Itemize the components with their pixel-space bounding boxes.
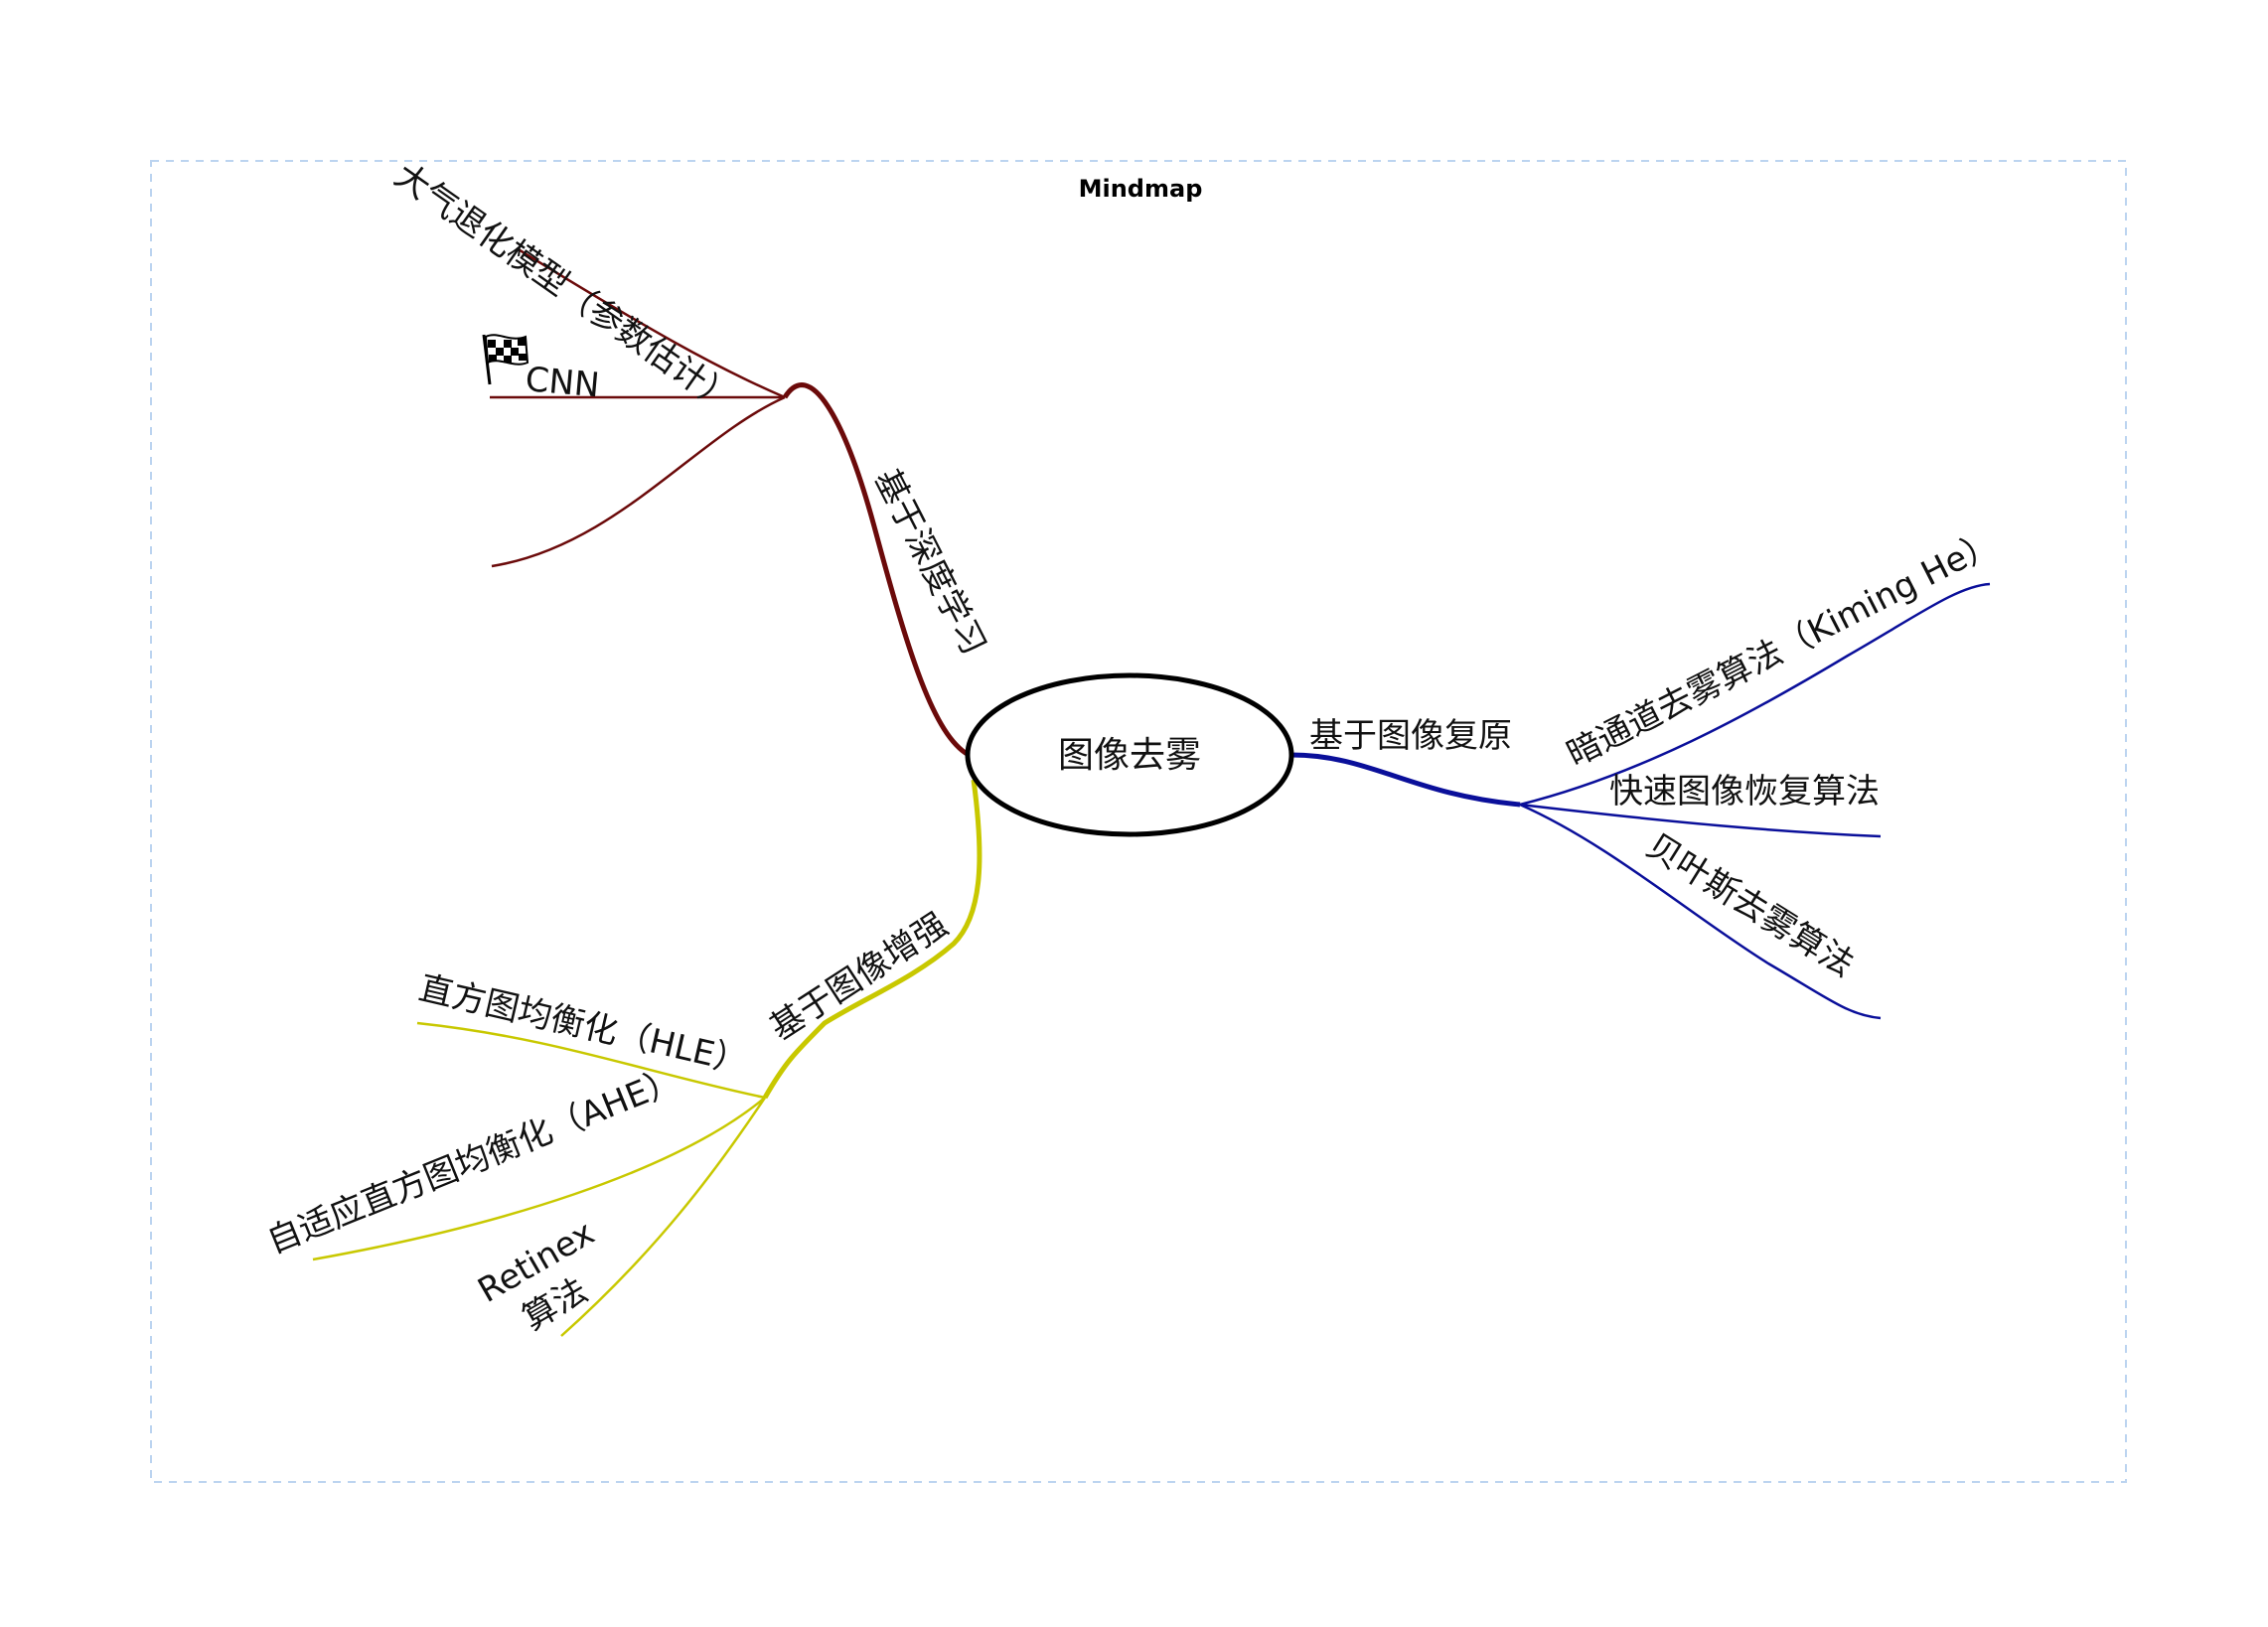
connector-hle (416, 1021, 766, 1100)
central-node[interactable]: 图像去雾 (965, 672, 1294, 837)
node-hle: 直方图均衡化（HLE） (415, 968, 751, 1083)
node-dark-channel: 暗通道去雾算法（Kiming He） (1561, 522, 2004, 775)
node-fast-restoration: 快速图像恢复算法 (1609, 772, 1880, 812)
connector-dark-channel (1519, 582, 1991, 807)
node-ahe: 自适应直方图均衡化（AHE） (261, 1060, 685, 1262)
diagram-frame (150, 160, 2127, 1483)
connector-ahe (312, 1097, 766, 1261)
diagram-title: Mindmap (1079, 175, 1203, 203)
connector-empty-node (491, 395, 786, 568)
connector-fast-restoration (1519, 803, 1882, 838)
connector-retinex (560, 1097, 767, 1337)
node-cnn: CNN (524, 360, 601, 405)
central-node-label: 图像去雾 (1058, 735, 1201, 776)
branch-label-image-restoration: 基于图像复原 (1309, 716, 1512, 756)
branch-label-image-enhancement: 基于图像增强 (763, 905, 955, 1049)
connector-atmosphere-model (516, 246, 786, 399)
branch-connector-image-restoration (1290, 752, 1521, 808)
connector-bayesian (1519, 803, 1882, 1020)
checkered-flag-icon (482, 334, 529, 385)
node-bayesian: 贝叶斯去雾算法 (1639, 826, 1861, 985)
branch-image-restoration: 基于图像复原 暗通道去雾算法（Kiming He） 快速图像恢复算法 贝叶斯去雾… (1290, 522, 2004, 1020)
branch-connector-image-enhancement (762, 779, 983, 1100)
branch-image-enhancement: 基于图像增强 直方图均衡化（HLE） 自适应直方图均衡化（AHE） Retine… (261, 779, 983, 1339)
central-node-ellipse (965, 672, 1294, 837)
branch-deep-learning: 基于深度学习 大气退化模型（参数估计） CNN (387, 156, 993, 758)
branch-connector-deep-learning (782, 382, 971, 758)
